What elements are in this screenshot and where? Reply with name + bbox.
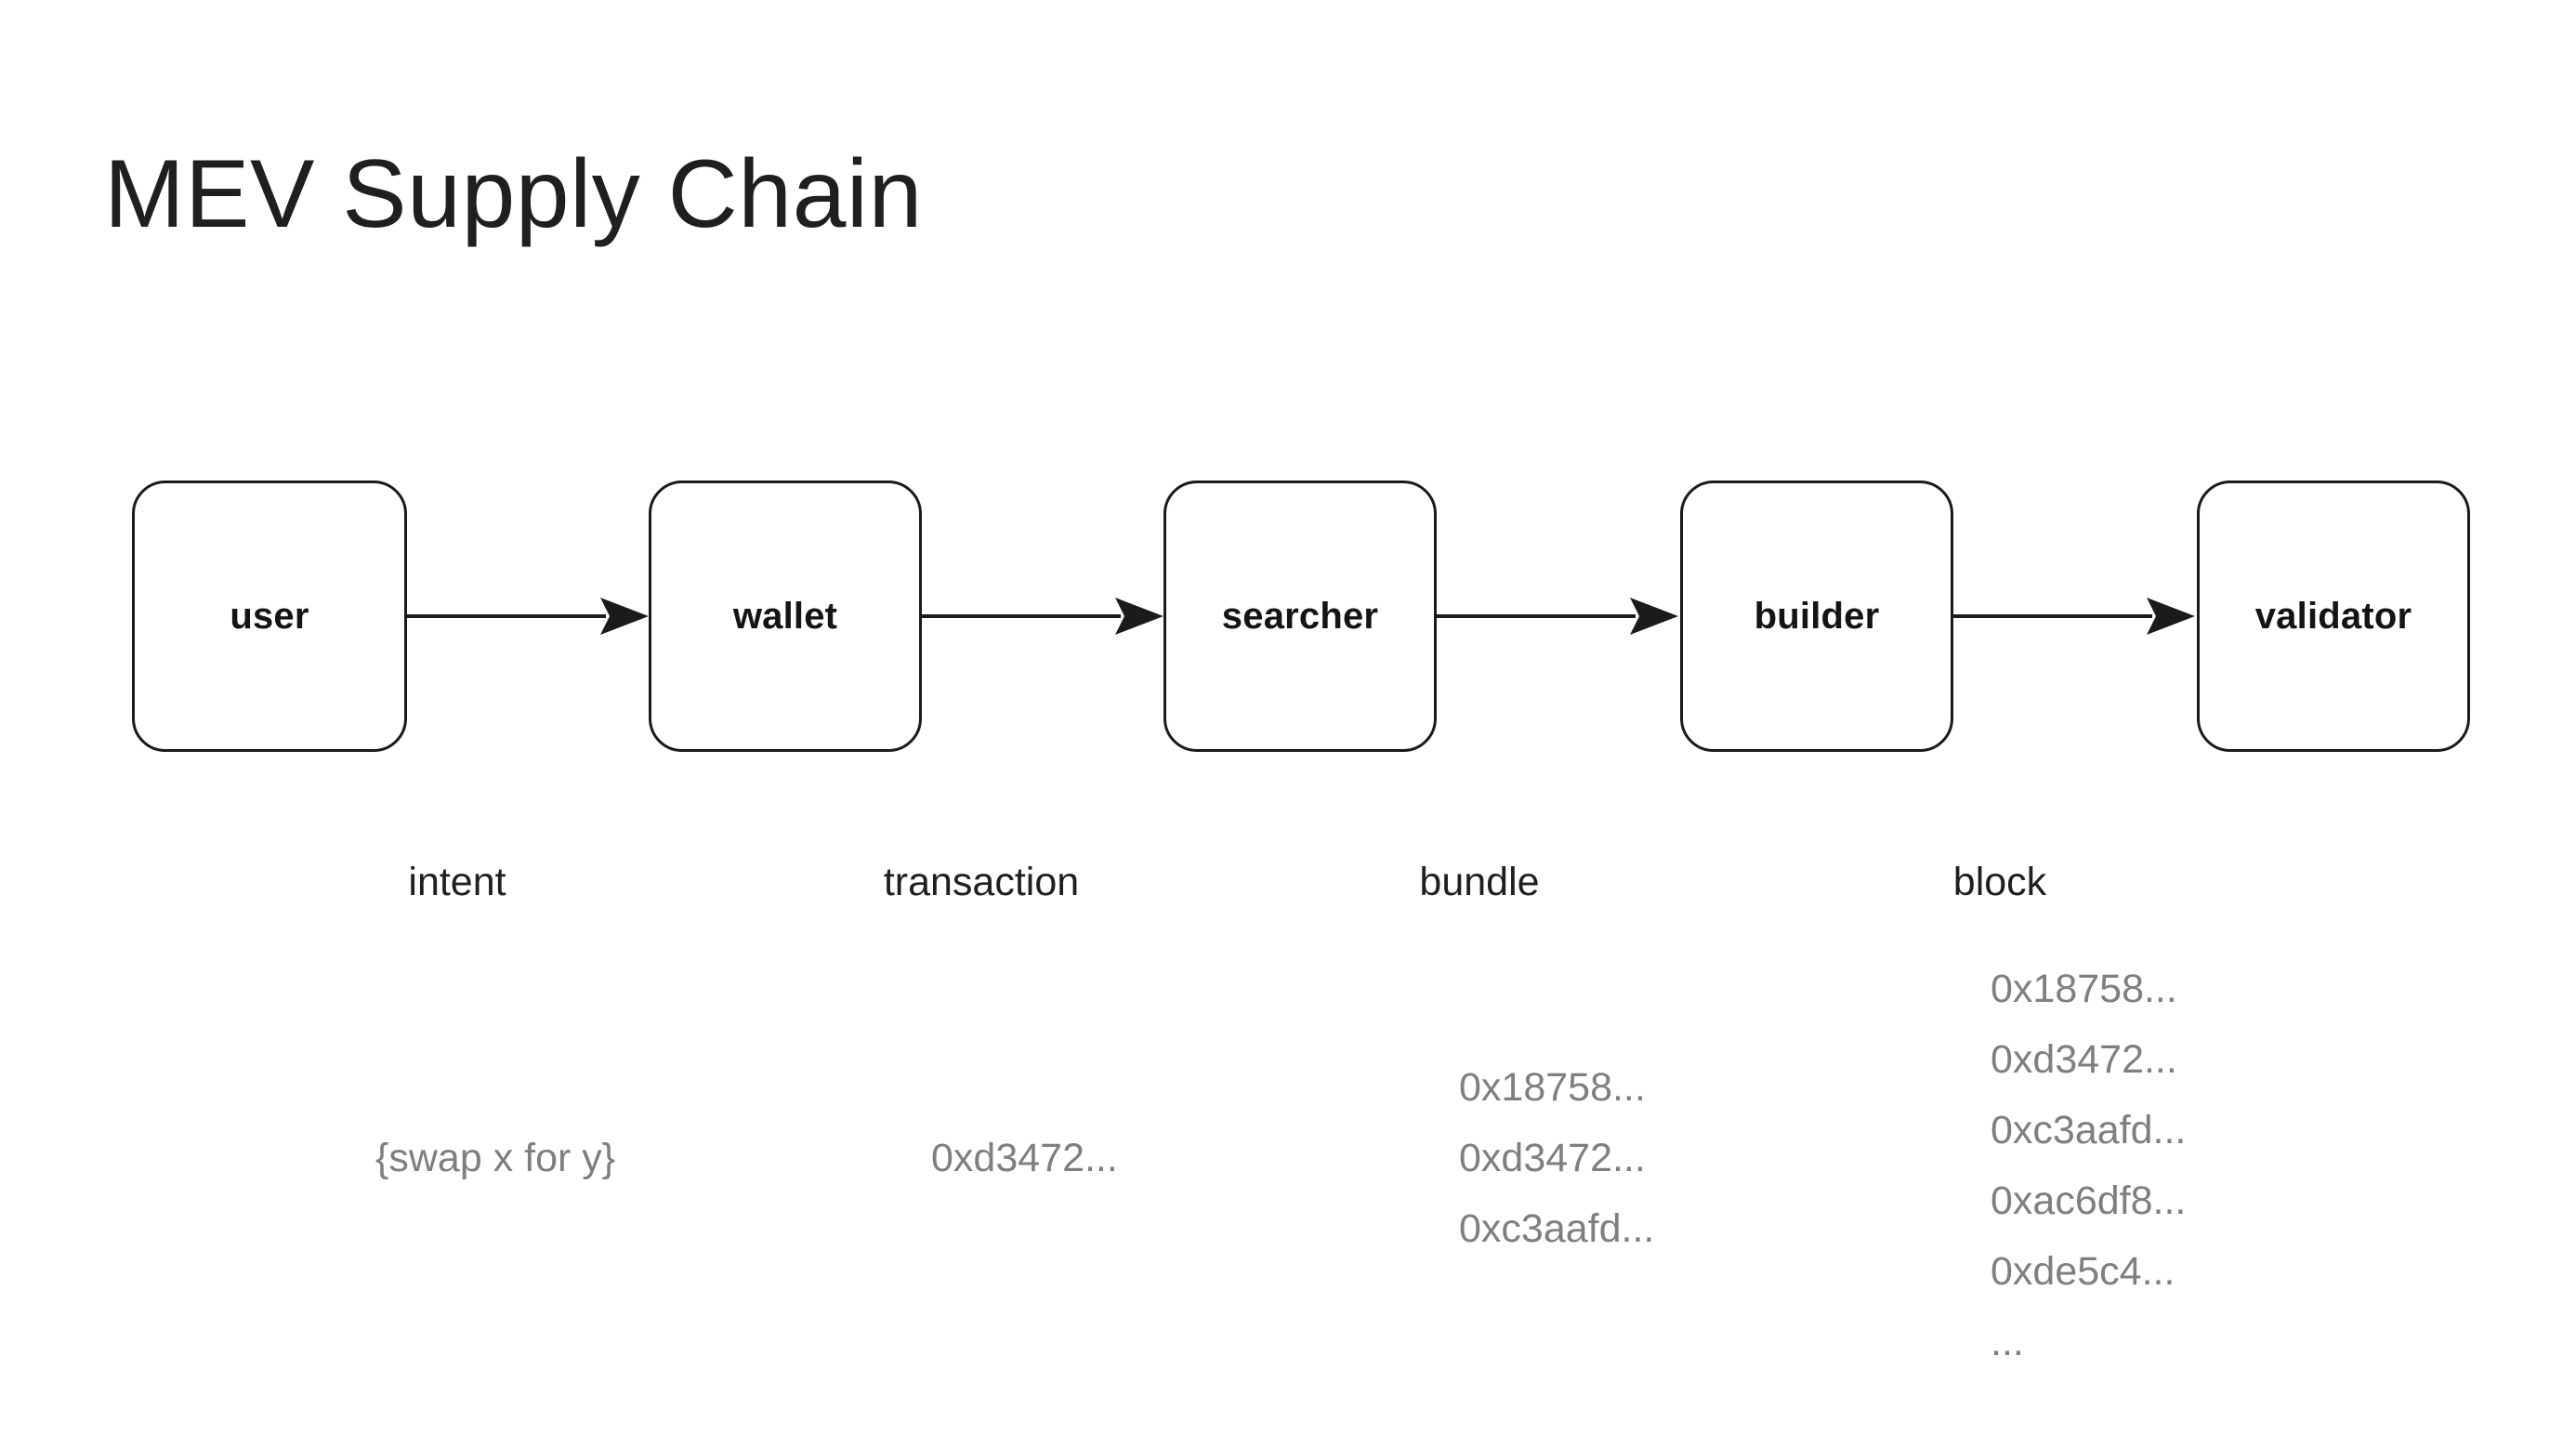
edge-label-transaction: transaction: [883, 860, 1080, 904]
node-label-validator: validator: [2254, 595, 2412, 637]
payload-transaction: 0xd3472...: [931, 1123, 1118, 1193]
payload-line: 0x18758...: [1459, 1065, 1646, 1110]
node-label-wallet: wallet: [732, 595, 838, 637]
payload-line: {swap x for y}: [375, 1136, 616, 1180]
node-row: user wallet searcher builder validator: [0, 480, 2576, 752]
edge-label-bundle: bundle: [1419, 860, 1540, 904]
arrow-user-to-wallet-icon: [407, 598, 649, 635]
node-user[interactable]: user: [132, 480, 407, 752]
node-wallet[interactable]: wallet: [649, 480, 922, 752]
page-title: MEV Supply Chain: [104, 140, 923, 248]
payload-line: 0xd3472...: [1991, 1037, 2177, 1082]
payload-line: ...: [1991, 1320, 2024, 1364]
node-builder[interactable]: builder: [1680, 480, 1953, 752]
payload-line: 0xac6df8...: [1991, 1178, 2187, 1223]
payload-line: 0xc3aafd...: [1459, 1206, 1655, 1251]
arrow-wallet-to-searcher-icon: [922, 598, 1163, 635]
payload-bundle: 0x18758... 0xd3472... 0xc3aafd...: [1459, 1052, 1654, 1264]
node-label-builder: builder: [1754, 595, 1880, 637]
payload-block: 0x18758... 0xd3472... 0xc3aafd... 0xac6d…: [1991, 954, 2186, 1377]
edge-label-intent: intent: [408, 860, 506, 904]
node-label-searcher: searcher: [1221, 595, 1379, 637]
node-searcher[interactable]: searcher: [1163, 480, 1437, 752]
node-label-user: user: [230, 595, 309, 637]
payload-intent: {swap x for y}: [375, 1123, 615, 1193]
payload-line: 0xd3472...: [1459, 1136, 1646, 1180]
payload-line: 0xde5c4...: [1991, 1249, 2175, 1294]
arrow-builder-to-validator-icon: [1953, 598, 2195, 635]
node-validator[interactable]: validator: [2197, 480, 2470, 752]
edge-label-block: block: [1952, 860, 2047, 904]
payload-line: 0xc3aafd...: [1991, 1108, 2187, 1152]
payload-line: 0x18758...: [1991, 967, 2177, 1011]
payload-line: 0xd3472...: [931, 1136, 1118, 1180]
arrow-searcher-to-builder-icon: [1437, 598, 1678, 635]
